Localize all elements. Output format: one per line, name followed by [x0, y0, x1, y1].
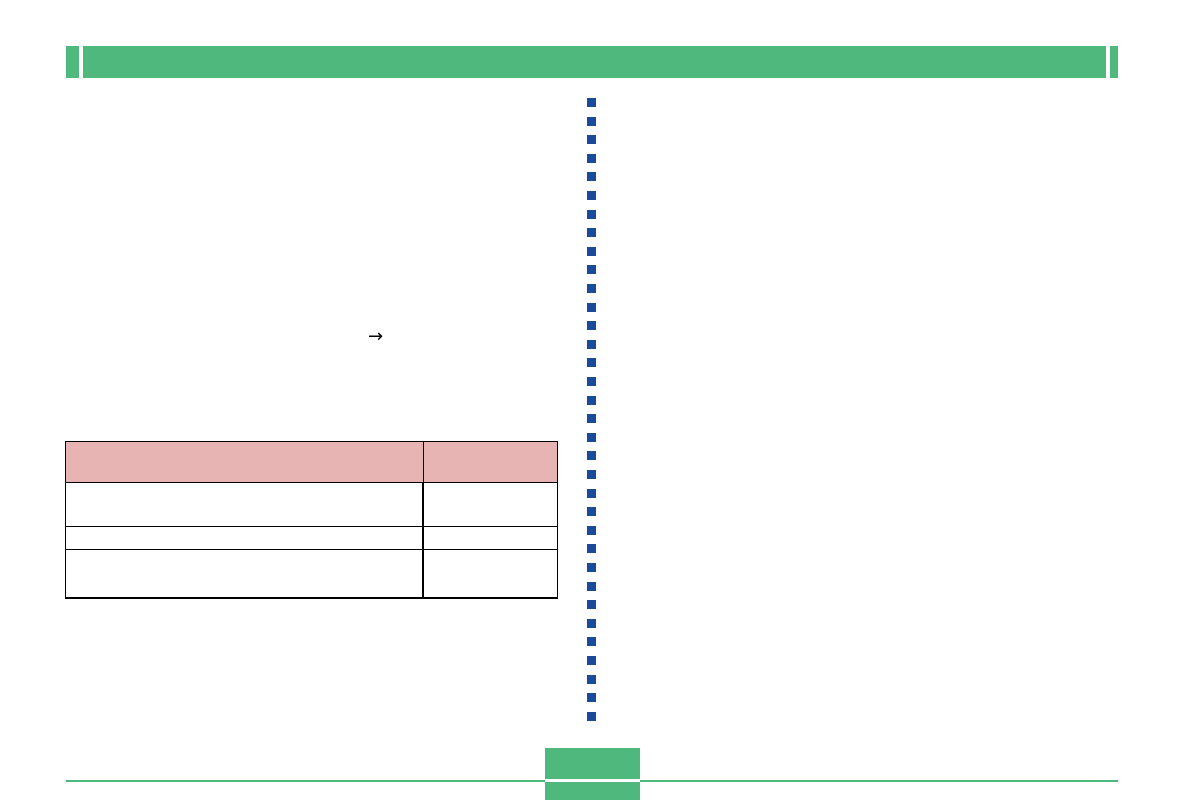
page-tab-separator	[545, 779, 640, 782]
divider-dot	[587, 228, 596, 237]
divider-dot	[587, 451, 596, 460]
divider-dot	[587, 414, 596, 423]
divider-dot	[587, 656, 596, 665]
table-header-cell	[422, 441, 559, 483]
divider-dot	[587, 98, 596, 107]
divider-dot	[587, 265, 596, 274]
divider-dot	[587, 191, 596, 200]
arrow-right-icon: →	[368, 326, 384, 347]
table-cell	[65, 526, 425, 550]
divider-dot	[587, 582, 596, 591]
table-header-cell	[65, 441, 424, 483]
divider-dot	[587, 675, 596, 684]
divider-dot	[587, 321, 596, 330]
divider-dot	[587, 284, 596, 293]
table-cell	[422, 549, 559, 599]
divider-dot	[587, 135, 596, 144]
header-right-separator	[1106, 46, 1110, 78]
divider-dot	[587, 303, 596, 312]
divider-dot	[587, 172, 596, 181]
divider-dot	[587, 117, 596, 126]
divider-dot	[587, 563, 596, 572]
divider-dot	[587, 358, 596, 367]
table-cell	[65, 482, 425, 527]
table-row	[65, 526, 559, 550]
table-row	[65, 549, 559, 599]
table-header-row	[65, 441, 559, 483]
header-bar	[66, 46, 1118, 78]
divider-dot	[587, 210, 596, 219]
table-cell	[65, 549, 425, 599]
divider-dot	[587, 154, 596, 163]
divider-dot	[587, 489, 596, 498]
page-number-tab	[545, 748, 640, 800]
divider-dot	[587, 712, 596, 721]
divider-dot	[587, 377, 596, 386]
divider-dot	[587, 693, 596, 702]
table-cell	[422, 482, 559, 527]
divider-dot	[587, 247, 596, 256]
divider-dot	[587, 396, 596, 405]
divider-dot	[587, 637, 596, 646]
divider-dot	[587, 619, 596, 628]
divider-dot	[587, 433, 596, 442]
table-cell	[422, 526, 559, 550]
divider-dot	[587, 526, 596, 535]
divider-dot	[587, 544, 596, 553]
settings-table	[65, 441, 559, 599]
divider-dot	[587, 600, 596, 609]
column-divider	[587, 98, 596, 728]
divider-dot	[587, 470, 596, 479]
table-row	[65, 482, 559, 527]
divider-dot	[587, 340, 596, 349]
header-left-separator	[79, 46, 83, 78]
divider-dot	[587, 507, 596, 516]
